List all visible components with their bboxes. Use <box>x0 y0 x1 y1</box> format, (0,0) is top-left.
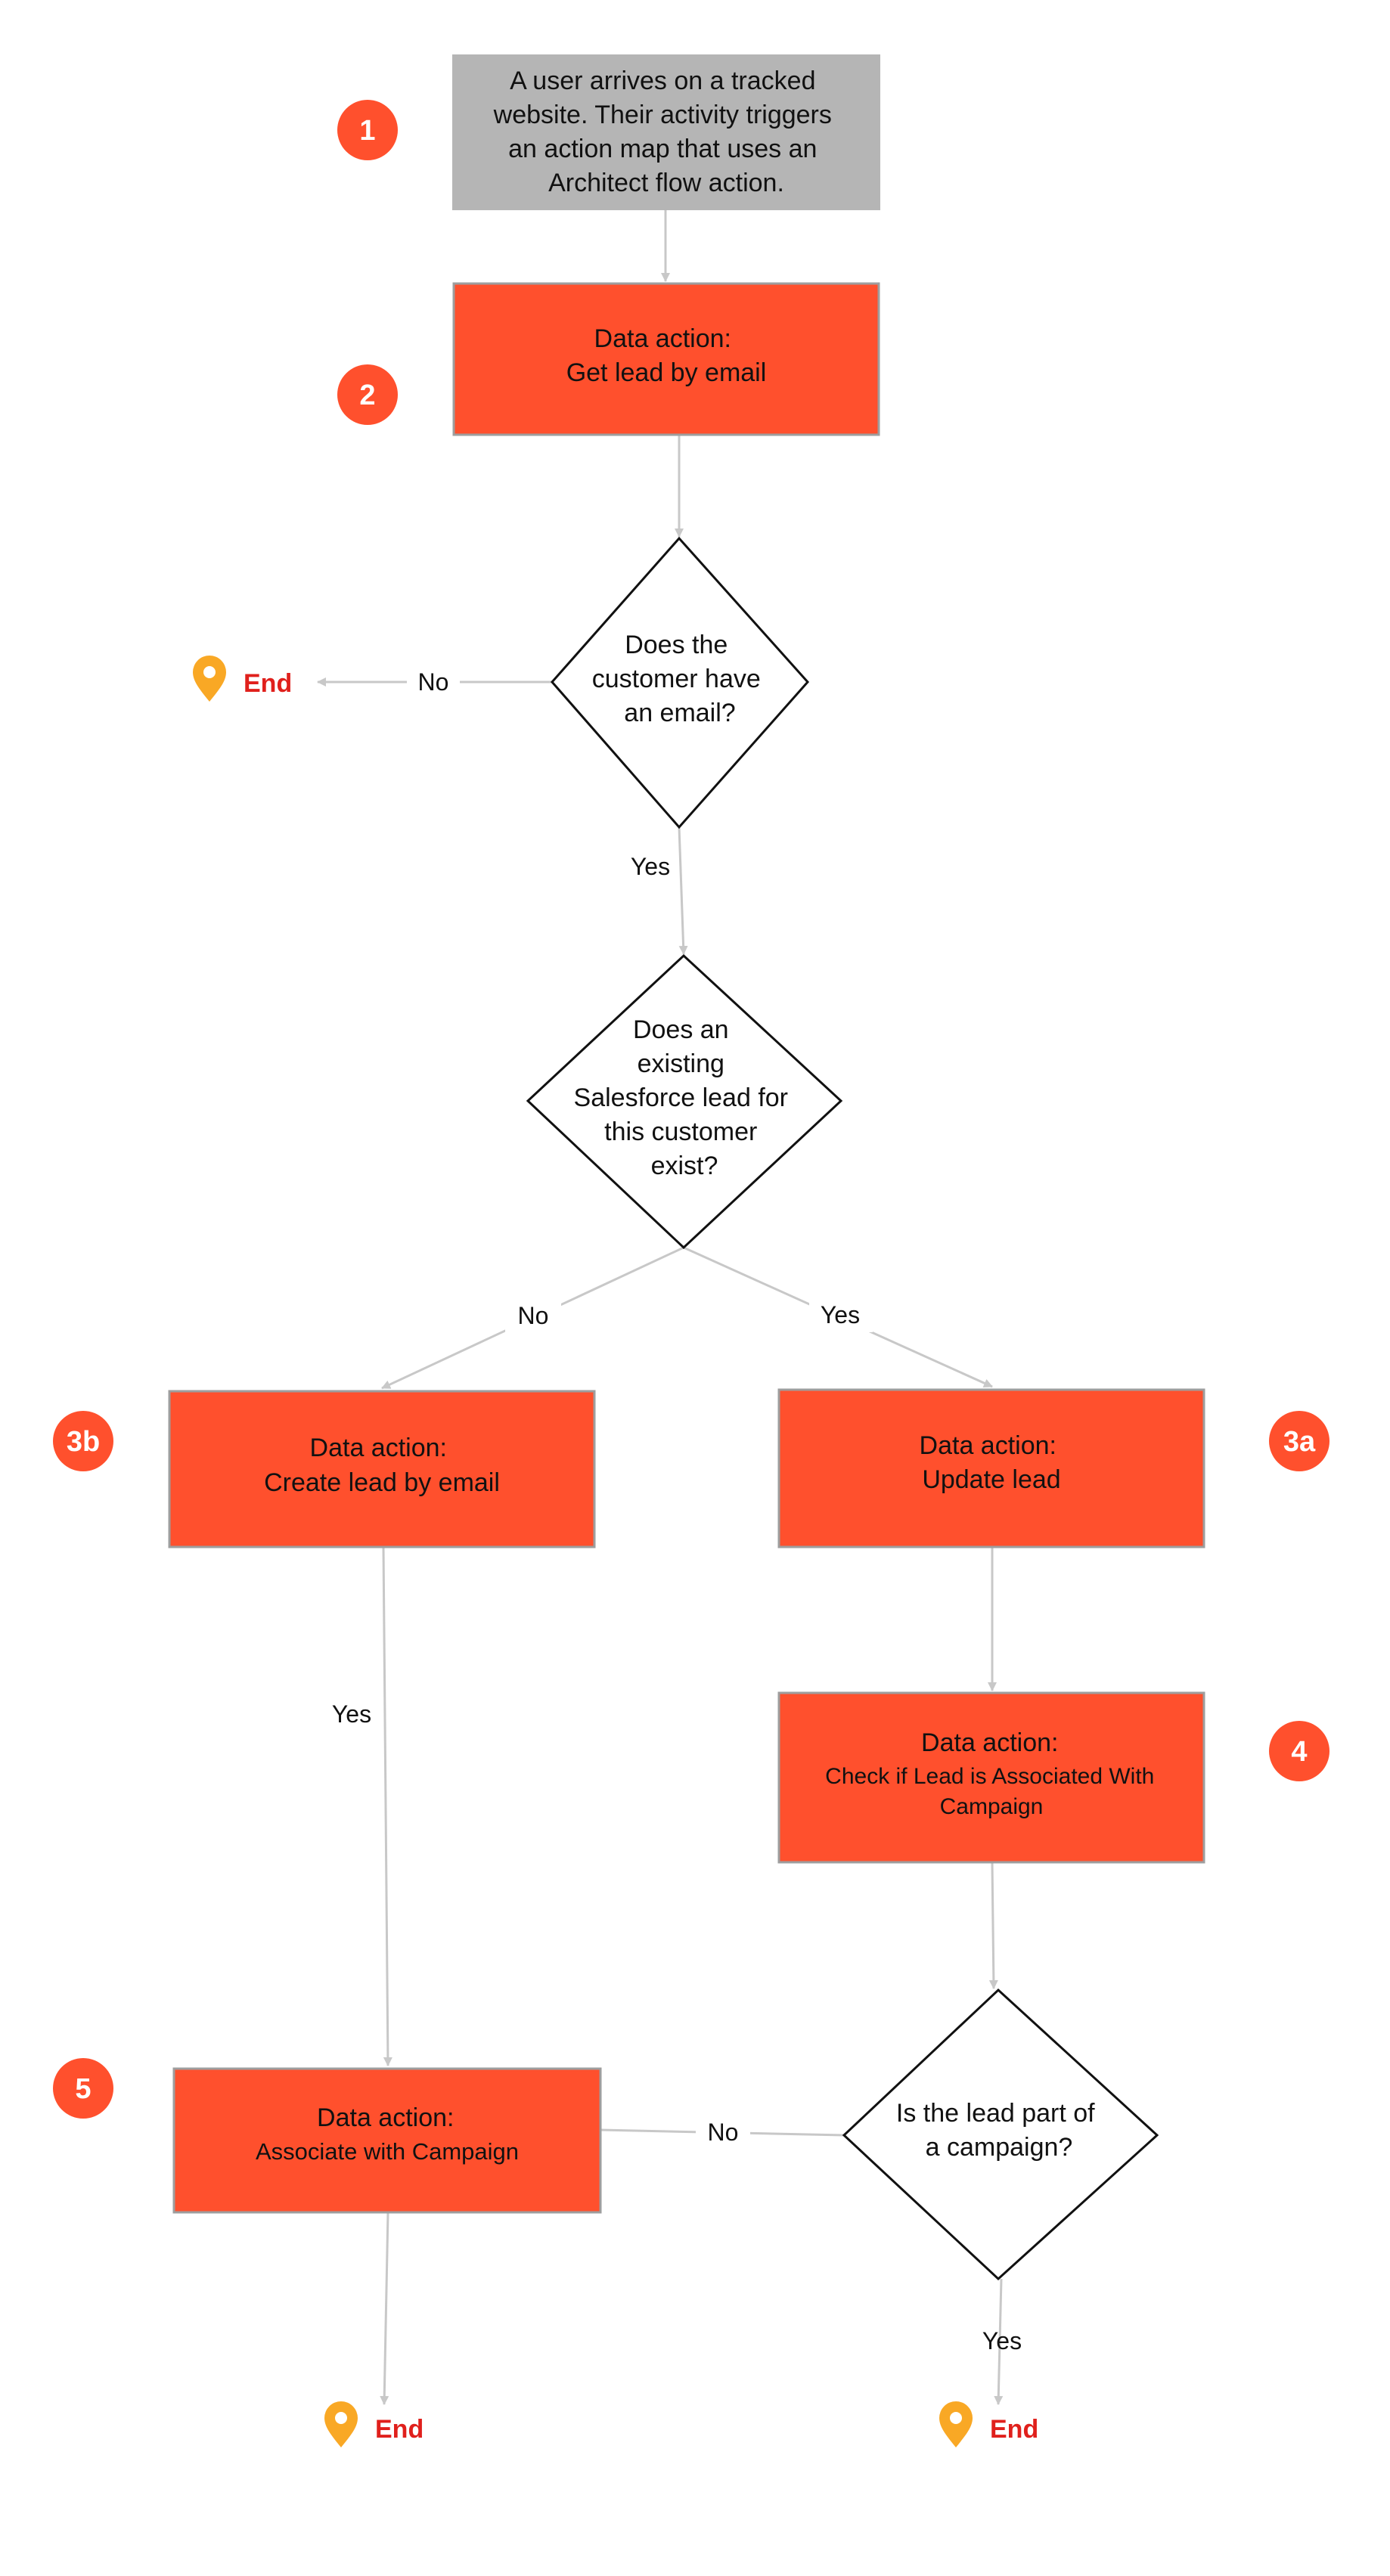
end-marker-2: End <box>324 2401 424 2447</box>
badge-1: 1 <box>337 100 398 160</box>
map-pin-icon <box>939 2401 973 2447</box>
label-yes-email: Yes <box>631 853 670 880</box>
connector-q-email-yes <box>678 826 688 955</box>
start-line-2: website. Their activity triggers <box>493 101 832 129</box>
svg-text:A user arrives on a tracked: A user arrives on a tracked website. The… <box>493 67 839 197</box>
badge-2: 2 <box>337 364 398 425</box>
q-email-line-1: Does the <box>625 631 728 659</box>
decision-lead-exists: Does an existing Salesforce lead for thi… <box>526 953 843 1250</box>
node-get-lead-by-email: Data action: Get lead by email <box>452 282 880 436</box>
end-label: End <box>990 2415 1038 2444</box>
start-line-3: an action map that uses an <box>508 135 817 163</box>
svg-text:Data action: Associate w: Data action: Associate with Campaign <box>256 2103 519 2165</box>
label-no-campaign: No <box>708 2119 739 2146</box>
svg-text:5: 5 <box>75 2073 91 2105</box>
label-no-exists: No <box>518 1302 549 1329</box>
node-update-lead: Data action: Update lead <box>777 1388 1205 1548</box>
associate-line-1: Data action: <box>317 2103 454 2132</box>
svg-text:Is the lead part of a ca: Is the lead part of a campaign? <box>896 2099 1102 2162</box>
update-lead-line-2: Update lead <box>922 1465 1060 1494</box>
badge-4: 4 <box>1269 1721 1329 1781</box>
check-line-1: Data action: <box>921 1728 1058 1757</box>
svg-text:1: 1 <box>359 115 375 147</box>
q-exists-line-2: existing <box>638 1049 724 1078</box>
start-line-4: Architect flow action. <box>548 169 784 197</box>
connector-labels: No Yes No Yes Yes No Yes <box>332 664 1022 2354</box>
check-line-3: Campaign <box>940 1794 1044 1819</box>
svg-text:3b: 3b <box>67 1426 100 1458</box>
decision-has-email: Does the customer have an email? <box>551 536 810 829</box>
end-marker-3: End <box>939 2401 1038 2447</box>
map-pin-icon <box>324 2401 358 2447</box>
end-label: End <box>244 669 292 698</box>
svg-text:Does an existing S: Does an existing Salesforce lead for thi… <box>574 1015 796 1180</box>
svg-text:Does the customer have: Does the customer have an email? <box>592 631 768 727</box>
connector-associate-to-end <box>380 2212 389 2405</box>
label-yes-exists: Yes <box>821 1301 860 1328</box>
q-campaign-line-1: Is the lead part of <box>896 2099 1095 2128</box>
svg-text:4: 4 <box>1291 1736 1307 1768</box>
q-exists-line-1: Does an <box>633 1015 729 1044</box>
label-yes-campaign: Yes <box>982 2327 1022 2354</box>
q-exists-line-5: exist? <box>651 1152 718 1180</box>
node-start: A user arrives on a tracked website. The… <box>452 54 880 210</box>
svg-text:Data action: Update lead: Data action: Update lead <box>920 1431 1064 1494</box>
associate-line-2: Associate with Campaign <box>256 2138 519 2165</box>
q-exists-line-3: Salesforce lead for <box>574 1083 789 1112</box>
map-pin-icon <box>193 656 226 702</box>
svg-text:Data action: Create lead: Data action: Create lead by email <box>264 1434 500 1497</box>
connector-create-to-associate <box>382 1546 392 2066</box>
start-line-1: A user arrives on a tracked <box>510 67 815 95</box>
node-associate-campaign: Data action: Associate with Campaign <box>172 2067 602 2214</box>
end-marker-1: End <box>193 656 292 702</box>
label-no-email: No <box>418 668 449 696</box>
step-badges: 1 2 3b 3a 4 5 <box>53 100 1329 2119</box>
check-line-2: Check if Lead is Associated With <box>825 1764 1154 1789</box>
label-yes-create: Yes <box>332 1700 371 1728</box>
svg-text:3a: 3a <box>1283 1426 1316 1458</box>
svg-text:Data action: Check if Le: Data action: Check if Lead is Associated… <box>825 1728 1158 1819</box>
badge-3b: 3b <box>53 1411 113 1471</box>
q-email-line-2: customer have <box>592 665 761 693</box>
badge-3a: 3a <box>1269 1411 1329 1471</box>
connector-check-to-q-campaign <box>988 1862 998 1989</box>
node-create-lead: Data action: Create lead by email <box>168 1390 596 1548</box>
badge-5: 5 <box>53 2058 113 2119</box>
create-lead-line-1: Data action: <box>310 1434 447 1462</box>
q-email-line-3: an email? <box>624 699 735 727</box>
end-label: End <box>375 2415 424 2444</box>
svg-text:Data action: Get lead by: Data action: Get lead by email <box>566 324 767 387</box>
q-campaign-line-2: a campaign? <box>926 2133 1073 2162</box>
node-check-campaign: Data action: Check if Lead is Associated… <box>777 1691 1205 1864</box>
connector-q-campaign-yes <box>994 2278 1004 2405</box>
decision-in-campaign: Is the lead part of a campaign? <box>842 1988 1159 2281</box>
svg-text:2: 2 <box>359 380 375 411</box>
get-lead-line-1: Data action: <box>594 324 731 353</box>
get-lead-line-2: Get lead by email <box>566 358 767 387</box>
q-exists-line-4: this customer <box>604 1118 757 1146</box>
create-lead-line-2: Create lead by email <box>264 1468 500 1497</box>
update-lead-line-1: Data action: <box>920 1431 1056 1460</box>
